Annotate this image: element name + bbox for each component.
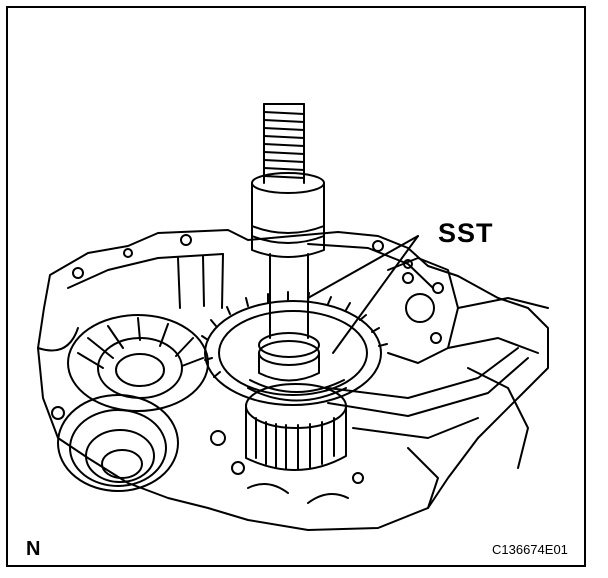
planetary-gear bbox=[245, 379, 347, 471]
transaxle-drawing bbox=[37, 103, 549, 531]
corner-mark: N bbox=[26, 538, 41, 560]
right-housing-parts bbox=[327, 257, 549, 509]
left-gear-housing bbox=[67, 314, 209, 412]
illustration-frame: SST N C136674E01 bbox=[6, 6, 586, 567]
sst-callout-label: SST bbox=[438, 218, 494, 248]
sst-tool bbox=[251, 103, 325, 382]
callout-leaders bbox=[307, 235, 419, 354]
ring-gear bbox=[201, 291, 388, 406]
figure-code: C136674E01 bbox=[492, 542, 568, 557]
